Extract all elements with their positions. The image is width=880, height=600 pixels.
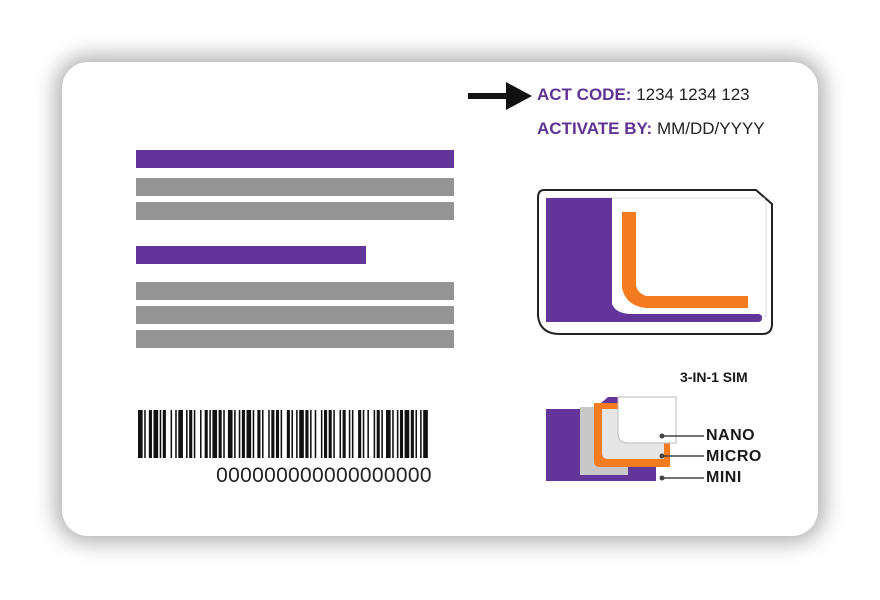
activate-by-label: ACTIVATE BY: (537, 119, 653, 138)
sim-size-mini: MINI (706, 469, 742, 486)
activate-by-value: MM/DD/YYYY (656, 119, 765, 138)
arrow-right-icon (468, 82, 532, 110)
placeholder-heading-bar (136, 150, 454, 168)
placeholder-text-bar (136, 178, 454, 196)
activate-by-line: ACTIVATE BY: MM/DD/YYYY (537, 119, 765, 139)
placeholder-text-bar (136, 282, 454, 300)
sim-sizes-diagram (546, 396, 704, 481)
sim-title: 3-IN-1 SIM (680, 369, 748, 385)
barcode-icon (138, 410, 428, 458)
sim-size-micro: MICRO (706, 448, 762, 465)
sim-chip-icon (537, 189, 773, 335)
placeholder-heading-bar (136, 246, 366, 264)
placeholder-text-bar (136, 306, 454, 324)
act-code-value: 1234 1234 123 (636, 85, 750, 104)
placeholder-text-bar (136, 202, 454, 220)
barcode-number: 000000000000000000 (216, 464, 432, 487)
placeholder-text-bar (136, 330, 454, 348)
act-code-line: ACT CODE: 1234 1234 123 (537, 85, 750, 105)
sim-size-nano: NANO (706, 427, 756, 444)
act-code-label: ACT CODE: (537, 85, 632, 104)
